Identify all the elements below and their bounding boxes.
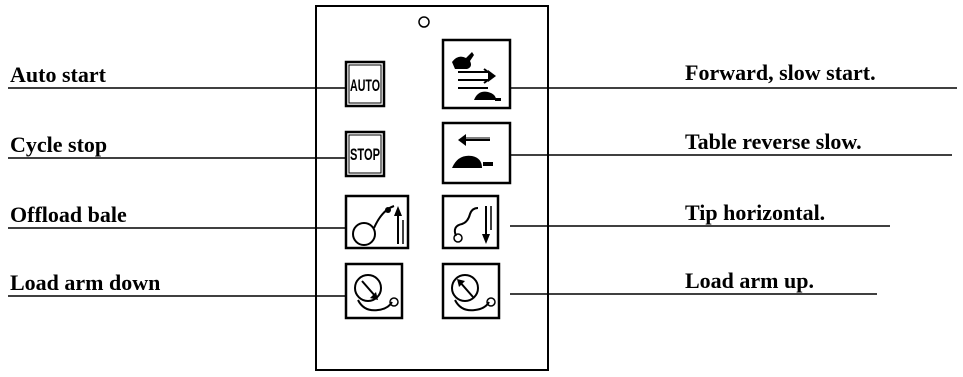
label-load-arm-down: Load arm down xyxy=(10,270,160,295)
load-arm-up-button[interactable] xyxy=(443,264,499,318)
stop-icon: STOP xyxy=(350,145,380,164)
stop-button[interactable]: STOP xyxy=(346,132,384,176)
auto-button[interactable]: AUTO xyxy=(346,62,384,106)
label-auto-start: Auto start xyxy=(10,62,107,87)
reverse-slow-button[interactable] xyxy=(443,123,510,183)
left-leaders xyxy=(8,88,346,296)
offload-bale-button[interactable] xyxy=(346,196,408,248)
load-arm-down-button[interactable] xyxy=(346,264,402,318)
label-table-reverse-slow: Table reverse slow. xyxy=(685,129,862,154)
forward-slow-button[interactable] xyxy=(443,40,510,108)
label-cycle-stop: Cycle stop xyxy=(10,132,107,157)
label-tip-horizontal: Tip horizontal. xyxy=(685,200,825,225)
label-forward-slow-start: Forward, slow start. xyxy=(685,60,876,85)
indicator-lamp xyxy=(419,17,429,27)
label-load-arm-up: Load arm up. xyxy=(685,268,814,293)
tip-horizontal-button[interactable] xyxy=(443,196,498,248)
auto-icon: AUTO xyxy=(350,76,380,95)
right-leaders xyxy=(510,88,957,294)
label-offload-bale: Offload bale xyxy=(10,202,127,227)
